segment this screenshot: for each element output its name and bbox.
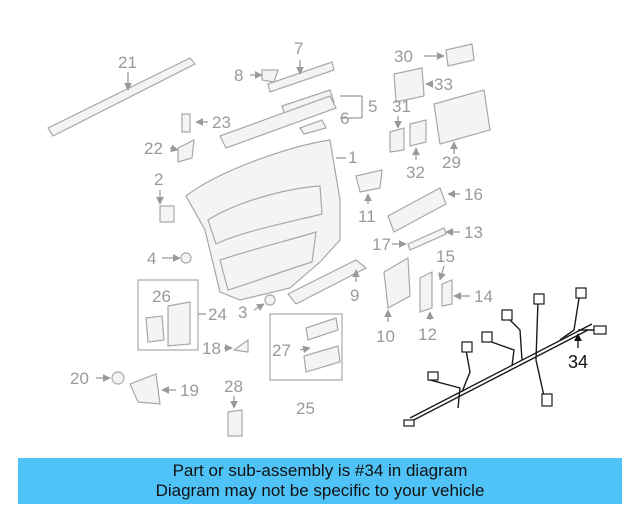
part-1-door-trim-panel	[185, 139, 346, 301]
part-16-switch-panel	[387, 187, 460, 233]
callout-32: 32	[406, 163, 425, 182]
callout-17: 17	[372, 235, 391, 254]
part-21-weatherstrip	[47, 57, 196, 137]
part-2-clip	[156, 190, 175, 223]
part-10-grille	[383, 256, 411, 322]
callout-34: 34	[568, 352, 588, 372]
callout-3: 3	[238, 303, 247, 322]
callout-16: 16	[464, 185, 483, 204]
callout-25: 25	[296, 399, 315, 418]
callout-28: 28	[224, 377, 243, 396]
callout-29: 29	[442, 153, 461, 172]
banner-line-1: Part or sub-assembly is #34 in diagram	[172, 461, 468, 480]
part-8-clip	[250, 69, 279, 83]
part-19-cover	[129, 373, 176, 405]
callout-27: 27	[272, 341, 291, 360]
callout-13: 13	[464, 223, 483, 242]
part-31-switch	[389, 116, 405, 153]
callout-33: 33	[434, 75, 453, 94]
callout-10: 10	[376, 327, 395, 346]
callout-1: 1	[348, 148, 357, 167]
part-23-bracket	[181, 113, 208, 133]
callout-23: 23	[212, 113, 231, 132]
part-20-grommet	[96, 371, 125, 385]
part-14-clip	[441, 279, 470, 307]
callout-7: 7	[294, 39, 303, 58]
callout-19: 19	[180, 381, 199, 400]
part-32-switch	[409, 119, 427, 160]
parts-diagram: 1 2 3 4 5 6 7 8 9 10 11 12 13 14 15 16 1…	[47, 39, 607, 437]
part-24-lock-assembly	[137, 279, 206, 351]
callout-2: 2	[154, 170, 163, 189]
callout-15: 15	[436, 247, 455, 266]
callout-21: 21	[118, 53, 137, 72]
part-12-bracket	[419, 271, 434, 320]
part-9-armrest	[287, 259, 368, 305]
callout-18: 18	[202, 339, 221, 358]
part-29-switch-module	[433, 89, 491, 154]
part-11-switch	[355, 169, 383, 204]
part-4-screw	[162, 252, 192, 264]
callout-4: 4	[147, 249, 156, 268]
part-6-handle-insert	[299, 119, 327, 135]
info-banner: Part or sub-assembly is #34 in diagram D…	[18, 458, 622, 504]
callout-30: 30	[394, 47, 413, 66]
callout-31: 31	[392, 97, 411, 116]
part-7-trim-strip	[267, 60, 335, 93]
callout-14: 14	[474, 287, 493, 306]
callout-24: 24	[208, 305, 227, 324]
callout-labels: 1 2 3 4 5 6 7 8 9 10 11 12 13 14 15 16 1…	[70, 39, 588, 418]
callout-20: 20	[70, 369, 89, 388]
callout-12: 12	[418, 325, 437, 344]
part-34-wiring-harness	[403, 287, 607, 427]
upper-trim-rail	[219, 95, 337, 149]
part-22-bracket	[169, 138, 195, 163]
part-18-cable-clip	[224, 338, 249, 353]
callout-22: 22	[144, 139, 163, 158]
part-33-switch	[393, 67, 434, 103]
callout-26: 26	[152, 287, 171, 306]
part-15-pin	[438, 265, 446, 281]
part-28-plug	[227, 396, 243, 437]
callout-11: 11	[358, 207, 376, 226]
callout-5: 5	[368, 97, 377, 116]
part-3-screw	[253, 294, 276, 311]
callout-9: 9	[350, 286, 359, 305]
part-25-handle-assembly	[269, 313, 343, 381]
callout-6: 6	[340, 109, 349, 128]
part-30-switch	[424, 43, 475, 67]
banner-line-2: Diagram may not be specific to your vehi…	[155, 481, 485, 500]
callout-8: 8	[234, 66, 243, 85]
